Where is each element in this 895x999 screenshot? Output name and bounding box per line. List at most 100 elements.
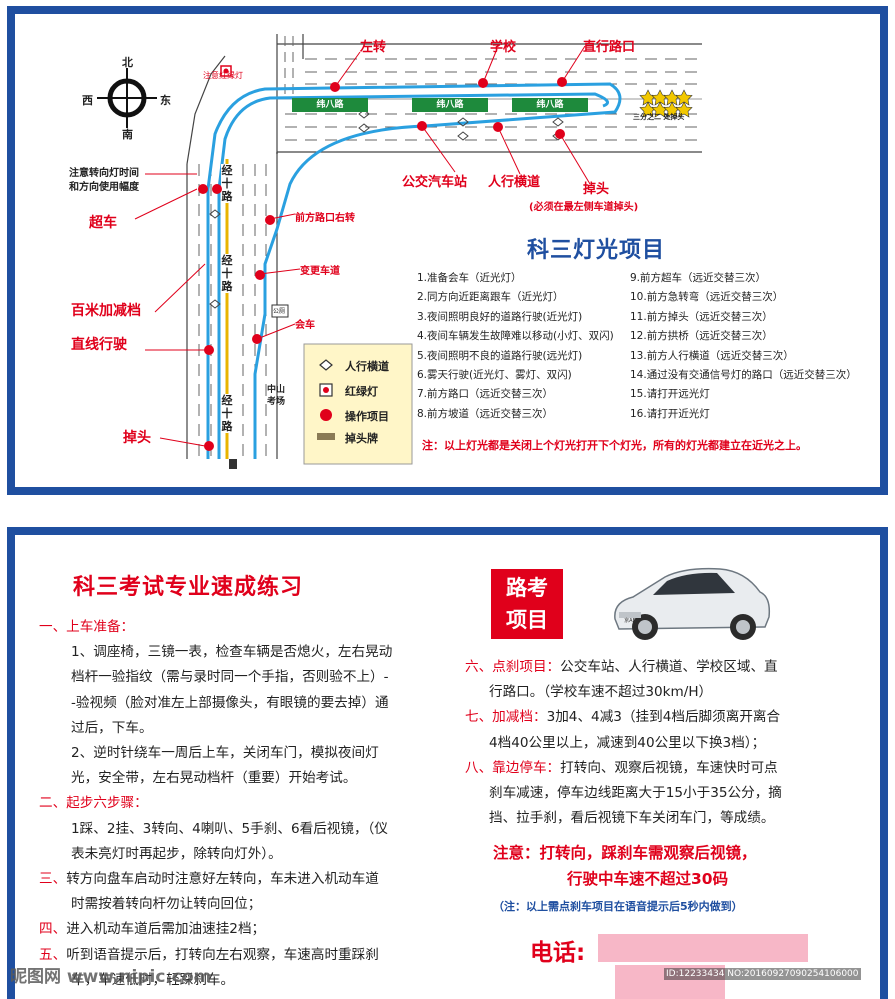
lights-note: 注：以上灯光都是关闭上个灯光打开下个灯光，所有的灯光都建立在近光之上。 <box>422 439 807 452</box>
section-5-line: 听到语音提示后，打转向左右观察，车速高时重踩刹 <box>66 946 379 963</box>
operation-dot <box>265 215 275 225</box>
section-6-line: 行路口。（学校车速不超过30km/H） <box>489 684 713 701</box>
section-4-text: 进入机动车道后需加油速挂2档； <box>66 921 266 938</box>
label-accel-decel: 百米加减档 <box>71 303 141 319</box>
section-3-head: 三、 <box>39 871 67 888</box>
label-school: 学校 <box>490 40 517 55</box>
lights-item: 7.前方路口（远近交替三次） <box>417 388 554 401</box>
section-6-line: 公交车站、人行横道、学校区域、直 <box>560 659 778 675</box>
label-gongce: 公厕 <box>273 308 286 315</box>
lights-list-left: 1.准备会车（近光灯）2.同方向近距离跟车（近光灯）3.夜间照明良好的道路行驶(… <box>417 269 614 424</box>
road-sign-weiba-1: 纬八路 <box>292 98 368 112</box>
compass-north: 北 <box>122 56 133 69</box>
lights-item: 3.夜间照明良好的道路行驶(近光灯) <box>417 310 583 323</box>
operation-dot <box>478 78 488 88</box>
lights-item: 12.前方拱桥（远近交替三次） <box>630 330 773 343</box>
label-overtake: 超车 <box>89 215 117 231</box>
lights-item: 13.前方人行横道（远近交替三次） <box>630 349 794 362</box>
operation-dot <box>204 345 214 355</box>
practice-panel: 科三考试专业速成练习 一、上车准备： 1、调座椅，三镜一表，检查车辆是否熄火，左… <box>7 527 888 999</box>
operation-dot <box>417 121 427 131</box>
road-test-body: 六、点刹项目：公交车站、人行横道、学校区域、直 行路口。（学校车速不超过30km… <box>465 655 782 831</box>
section-1-line: 2、逆时针绕车一周后上车，关闭车门，模拟夜间灯 <box>71 745 379 762</box>
lights-item: 15.请打开远光灯 <box>630 388 710 401</box>
section-3-line: 时需按着转向杆勿让转向回位； <box>71 896 262 913</box>
star-icon <box>639 89 693 118</box>
lights-item: 16.请打开近光灯 <box>630 407 710 420</box>
lights-item: 2.同方向近距离跟车（近光灯） <box>417 291 564 304</box>
operation-dot <box>204 441 214 451</box>
section-2-line: 表未亮灯时再起步，除转向灯外）。 <box>71 845 282 862</box>
label-lane-change: 变更车道 <box>300 266 340 277</box>
section-7-line: 3加4、4减3（挂到4档后脚须离开离合 <box>546 709 781 726</box>
section-8-line: 挡、拉手刹，看后视镜下车关闭车门，等成绩。 <box>489 810 775 827</box>
lights-item: 8.前方坡道（远近交替三次） <box>417 407 554 420</box>
road-label-jingshi-3: 经十路 <box>221 394 233 433</box>
section-8-line: 打转向、观察后视镜，车速快时可点 <box>560 759 778 776</box>
operation-dot <box>555 129 565 139</box>
label-uturn-bottom: 掉头 <box>123 430 151 446</box>
label-uturn-top: 掉头 <box>583 182 610 197</box>
legend-traffic-light: 红绿灯 <box>345 385 378 398</box>
notice-line-3: （注：以上需点刹车项目在语音提示后5秒内做到） <box>493 900 743 913</box>
operation-dot <box>557 77 567 87</box>
section-3-line: 转方向盘车启动时注意好左转向，车未进入机动车道 <box>66 871 379 888</box>
section-2-head: 二、起步六步骤： <box>39 795 148 812</box>
lights-item: 11.前方掉头（远近交替三次） <box>630 310 773 323</box>
label-bus-stop: 公交汽车站 <box>402 175 468 190</box>
section-2-lines: 1踩、2挂、3转向、4喇叭、5手刹、6看后视镜，（仪表未亮灯时再起步，除转向灯外… <box>39 817 392 867</box>
label-uturn-note: (必须在最左侧车道掉头) <box>529 202 639 213</box>
lights-item: 5.夜间照明不良的道路行驶(远光灯) <box>417 349 583 362</box>
road-sign-weiba-3: 纬八路 <box>512 98 588 112</box>
section-7-head: 七、加减档： <box>465 709 547 726</box>
phone-label: 电话: <box>530 940 586 966</box>
section-1-line: 档杆一验指纹（需与录时同一个手指，否则验不上）- <box>71 669 389 686</box>
label-left-turn: 左转 <box>360 40 387 55</box>
road-test-badge: 路考 项目 <box>491 569 563 639</box>
compass-icon <box>97 68 157 128</box>
section-8-line: 刹车减速，停车边线距离大于15小于35公分，摘 <box>489 785 782 802</box>
stars-caption: 三分之二 处掉头 <box>633 113 685 121</box>
label-straight-intersection: 直行路口 <box>583 40 636 55</box>
compass-west: 西 <box>82 94 93 107</box>
operation-dot <box>212 184 222 194</box>
section-1-head: 一、上车准备： <box>39 619 135 635</box>
car-image: 京AB <box>614 567 771 640</box>
section-2-line: 1踩、2挂、3转向、4喇叭、5手刹、6看后视镜，（仪 <box>71 820 388 837</box>
compass-south: 南 <box>122 128 133 141</box>
label-zhongshan-2: 考场 <box>267 397 286 407</box>
route-map <box>97 34 702 469</box>
section-1-lines: 1、调座椅，三镜一表，检查车辆是否熄火，左右晃动档杆一验指纹（需与录时同一个手指… <box>39 640 392 791</box>
label-straight-drive: 直线行驶 <box>71 337 127 353</box>
lights-item: 4.夜间车辆发生故障难以移动(小灯、双闪) <box>417 330 614 343</box>
watermark-right: ID:12233434 NO:20160927090254106000 <box>664 968 861 980</box>
road-label-jingshi-2: 经十路 <box>221 254 233 293</box>
road-label-jingshi-1: 经十路 <box>221 164 233 203</box>
practice-body: 一、上车准备： 1、调座椅，三镜一表，检查车辆是否熄火，左右晃动档杆一验指纹（需… <box>39 615 392 993</box>
label-front-right-turn: 前方路口右转 <box>295 213 355 224</box>
lights-title: 科三灯光项目 <box>527 238 666 263</box>
lights-item: 9.前方超车（远近交替三次） <box>630 272 767 284</box>
badge-line-1: 路考 <box>506 576 548 600</box>
watermark-left: 昵图网 www.nipic.com <box>10 967 212 987</box>
lights-item: 10.前方急转弯（远近交替三次） <box>630 291 784 304</box>
legend-crosswalk: 人行横道 <box>345 360 389 373</box>
operation-dot <box>330 82 340 92</box>
legend-operation: 操作项目 <box>345 410 389 423</box>
operation-dot <box>493 122 503 132</box>
compass-east: 东 <box>160 94 171 107</box>
label-turn-signal-note-1: 注意转向灯时间 <box>69 168 139 179</box>
section-1-line: 过后，下车。 <box>71 719 153 736</box>
label-turn-signal-note-2: 和方向使用幅度 <box>69 182 139 193</box>
section-1-line: 1、调座椅，三镜一表，检查车辆是否熄火，左右晃动 <box>71 644 393 661</box>
label-crosswalk: 人行横道 <box>488 175 541 190</box>
traffic-light-note: 注意红绿灯 <box>203 71 243 80</box>
section-6-head: 六、点刹项目： <box>465 659 561 675</box>
lights-list-right: 9.前方超车（远近交替三次） 10.前方急转弯（远近交替三次） 11.前方掉头（远近… <box>630 269 857 424</box>
road-sign-weiba-2: 纬八路 <box>412 98 488 112</box>
section-5-line: 车，车速低时，轻踩刹车。 <box>71 971 235 988</box>
lights-item: 14.通过没有交通信号灯的路口（远近交替三次） <box>630 369 857 382</box>
section-5-head: 五、 <box>39 946 67 963</box>
operation-dot <box>255 270 265 280</box>
operation-dot <box>252 334 262 344</box>
